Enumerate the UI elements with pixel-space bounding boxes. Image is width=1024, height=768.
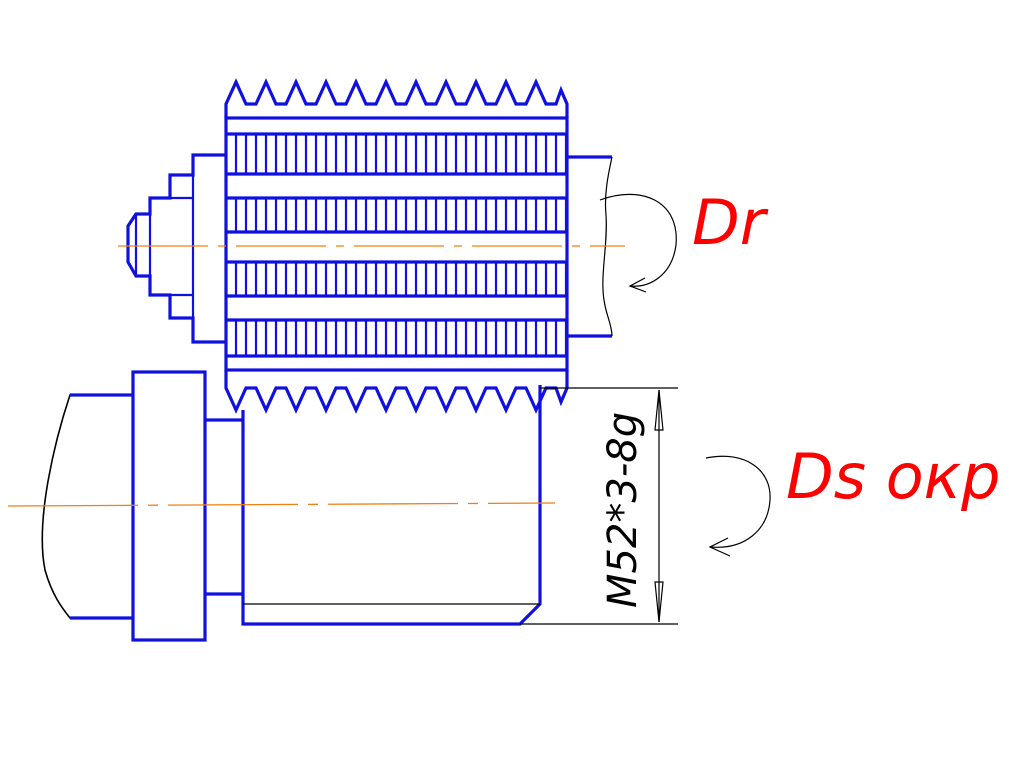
workpiece [7, 370, 556, 642]
tool-teeth-top [224, 78, 569, 118]
rolling-tool [118, 78, 625, 414]
workpiece-rotation-arrowhead [708, 537, 731, 557]
workpiece-axis [7, 502, 556, 507]
tool-rotation-label: Dr [692, 186, 769, 259]
dimension-arrow-bottom [654, 581, 664, 623]
tool-body [224, 116, 569, 372]
tool-rotation-arc [599, 193, 677, 287]
tool-shaft-left [126, 153, 226, 344]
tool-hub-right [567, 155, 612, 338]
tool-break-line [602, 156, 613, 337]
workpiece-rotation-arc [705, 455, 771, 548]
tool-teeth-bottom [224, 370, 569, 414]
workpiece-flange [131, 370, 207, 642]
workpiece-rotation-label: Ds окр [786, 440, 1001, 513]
thread-designation: М52*3-8g [600, 412, 646, 608]
tool-rotation-arrow [599, 193, 677, 293]
chuck-outline [41, 394, 132, 619]
tool-shaft-inner [134, 175, 195, 318]
tool-rotation-arrowhead [628, 277, 647, 293]
dimension-arrow-top [654, 389, 664, 431]
diameter-dimension: М52*3-8g [520, 387, 678, 625]
workpiece-neck [205, 418, 243, 596]
tool-segment-lines [234, 134, 568, 356]
workpiece-rotation-arrow [705, 455, 771, 557]
